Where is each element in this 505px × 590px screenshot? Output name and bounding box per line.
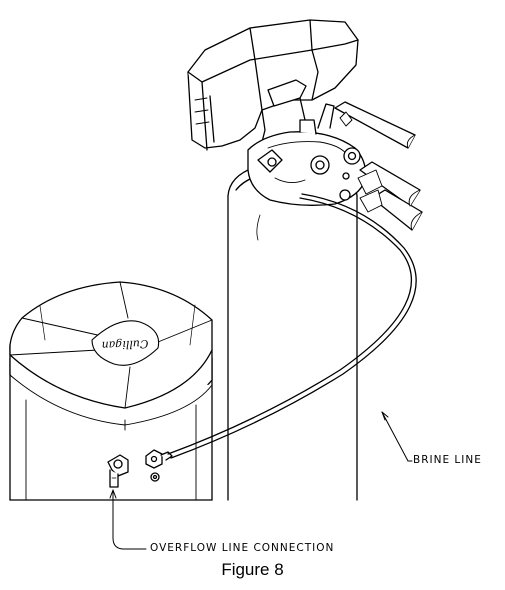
overflow-line-connection-label: OVERFLOW LINE CONNECTION — [150, 542, 335, 554]
brine-line-fitting — [145, 449, 173, 482]
brine-line-leader — [381, 411, 413, 462]
brine-line-label: BRINE LINE — [413, 454, 482, 466]
brine-tank — [9, 281, 213, 501]
svg-text:Culligan: Culligan — [101, 337, 148, 352]
control-valve — [187, 19, 423, 231]
resin-tank — [227, 159, 358, 501]
brine-line-tube — [167, 193, 417, 459]
overflow-elbow-fitting — [107, 454, 129, 488]
figure-caption: Figure 8 — [221, 560, 284, 579]
logo: Culligan — [101, 337, 148, 352]
overflow-leader — [109, 489, 147, 550]
